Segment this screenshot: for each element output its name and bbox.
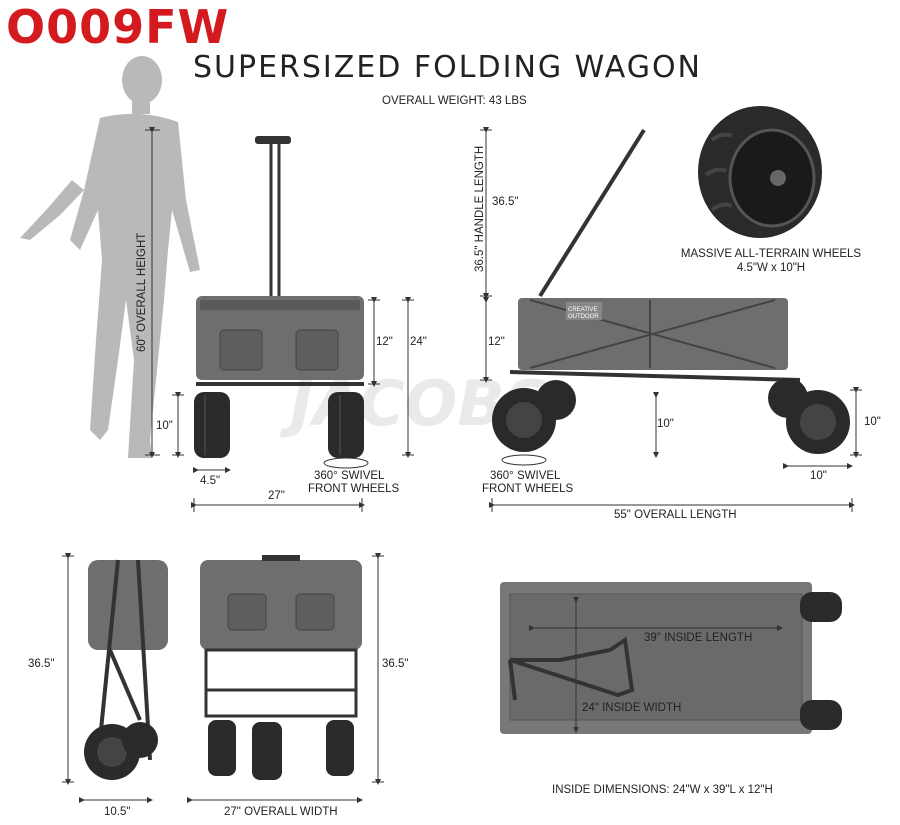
folded-side-view [84, 559, 168, 780]
brand-label-2: OUTDOOR [568, 314, 599, 320]
handle-length-label: 36.5" HANDLE LENGTH [474, 145, 486, 272]
front-swivel-line2: FRONT WHEELS [308, 483, 400, 495]
brand-label: CREATIVE [568, 307, 598, 313]
front-body-height: 12" [376, 336, 393, 348]
inside-dimensions: INSIDE DIMENSIONS: 24"W x 39"L x 12"H [552, 784, 773, 796]
side-swivel-line1: 360° SWIVEL [490, 470, 561, 482]
model-number: O009FW [6, 0, 230, 54]
overall-height-label: 60" OVERALL HEIGHT [136, 232, 148, 352]
front-ground-clearance: 10" [156, 420, 173, 432]
side-swivel-line2: FRONT WHEELS [482, 483, 574, 495]
front-view-wagon [194, 136, 364, 458]
side-body-height: 12" [488, 336, 505, 348]
inside-length: 39" INSIDE LENGTH [644, 632, 753, 644]
folded-front-height: 36.5" [382, 658, 409, 670]
overall-length: 55" OVERALL LENGTH [614, 509, 737, 521]
wheel-callout-line2: 4.5"W x 10"H [736, 262, 806, 274]
side-clearance-front: 10" [657, 418, 674, 430]
folded-front-width: 27" OVERALL WIDTH [224, 806, 338, 818]
overall-weight: OVERALL WEIGHT: 43 LBS [382, 95, 527, 107]
wheel-closeup [698, 106, 822, 238]
handle-length-value: 36.5" [492, 196, 519, 208]
rear-wheel-width: 10" [810, 470, 827, 482]
folded-front-view [200, 555, 362, 780]
front-wheel-width: 4.5" [200, 475, 221, 487]
side-view-wagon: CREATIVE OUTDOOR [492, 128, 850, 454]
product-title: SUPERSIZED FOLDING WAGON [193, 50, 703, 85]
inside-width: 24" INSIDE WIDTH [582, 702, 682, 714]
front-swivel-line1: 360° SWIVEL [314, 470, 385, 482]
folded-side-height: 36.5" [28, 658, 55, 670]
wheel-callout-line1: MASSIVE ALL-TERRAIN WHEELS [680, 248, 862, 260]
front-width: 27" [268, 490, 285, 502]
side-clearance-rear: 10" [864, 416, 881, 428]
folded-side-depth: 10.5" [104, 806, 131, 818]
person-silhouette [20, 56, 200, 458]
front-total-height: 24" [410, 336, 427, 348]
